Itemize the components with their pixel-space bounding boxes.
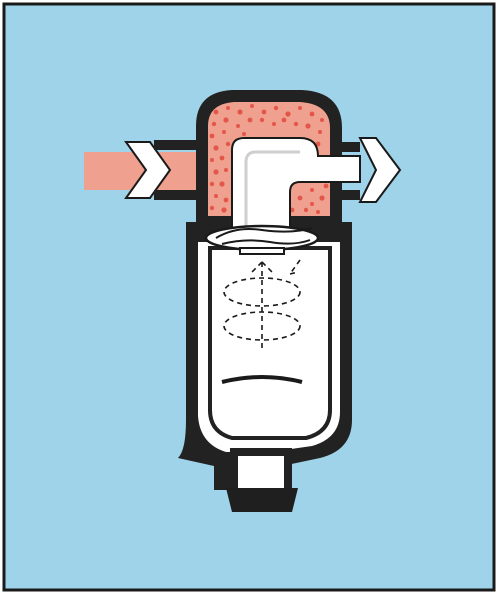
drain-valve — [226, 488, 298, 512]
separation-chamber — [198, 242, 340, 452]
drain-neck — [234, 452, 288, 492]
